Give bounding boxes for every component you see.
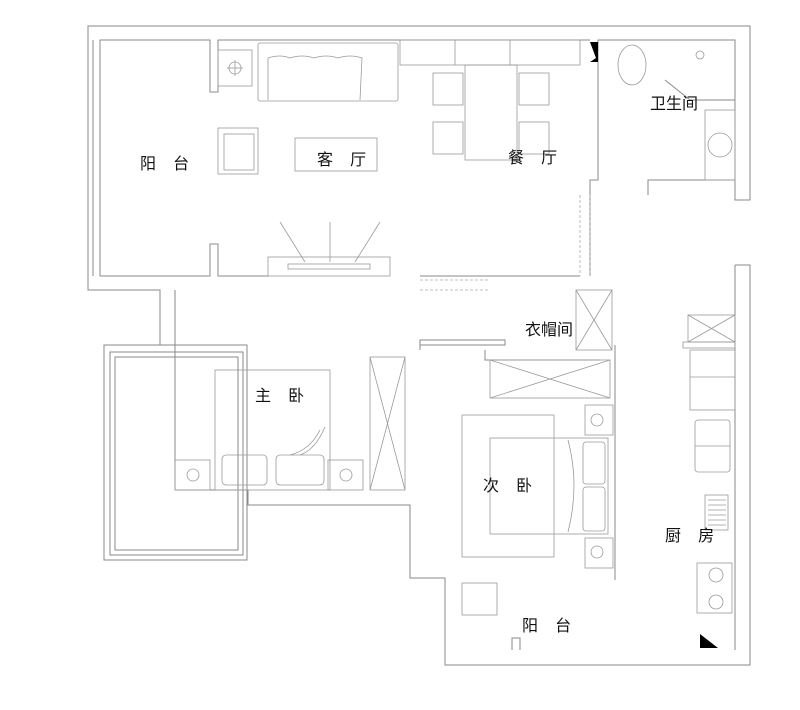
wardrobe-second [489,359,611,399]
second-bed [489,437,609,535]
dish-rack [704,494,729,531]
tv-cabinet [267,256,391,277]
room-label-living-room: 客 厅 [317,150,373,169]
master-bed [214,369,331,491]
room-label-second-bedroom: 次 卧 [483,476,539,495]
stove [696,562,733,614]
room-label-balcony-south: 阳 台 [522,616,578,635]
fridge [689,349,736,411]
toilet [617,44,647,86]
furniture [174,39,736,648]
room-label-balcony-west: 阳 台 [140,154,196,173]
room-label-cloakroom: 衣帽间 [525,320,574,339]
basin [707,132,733,158]
floor-drain [695,50,705,60]
walls [87,25,751,666]
dining-table [464,64,518,161]
wardrobe-cloak [575,289,613,351]
room-label-master-bedroom: 主 卧 [255,386,311,405]
wardrobe-master [369,356,406,491]
room-label-dining-room: 餐 厅 [508,148,564,167]
room-label-bathroom: 卫生间 [650,94,699,113]
armchair [217,127,259,175]
cabinet [399,39,581,66]
washing-machine [461,582,498,616]
coffee-table [294,137,378,172]
side-table [217,49,253,87]
sofa [257,42,399,102]
room-label-kitchen: 厨 房 [665,526,721,545]
